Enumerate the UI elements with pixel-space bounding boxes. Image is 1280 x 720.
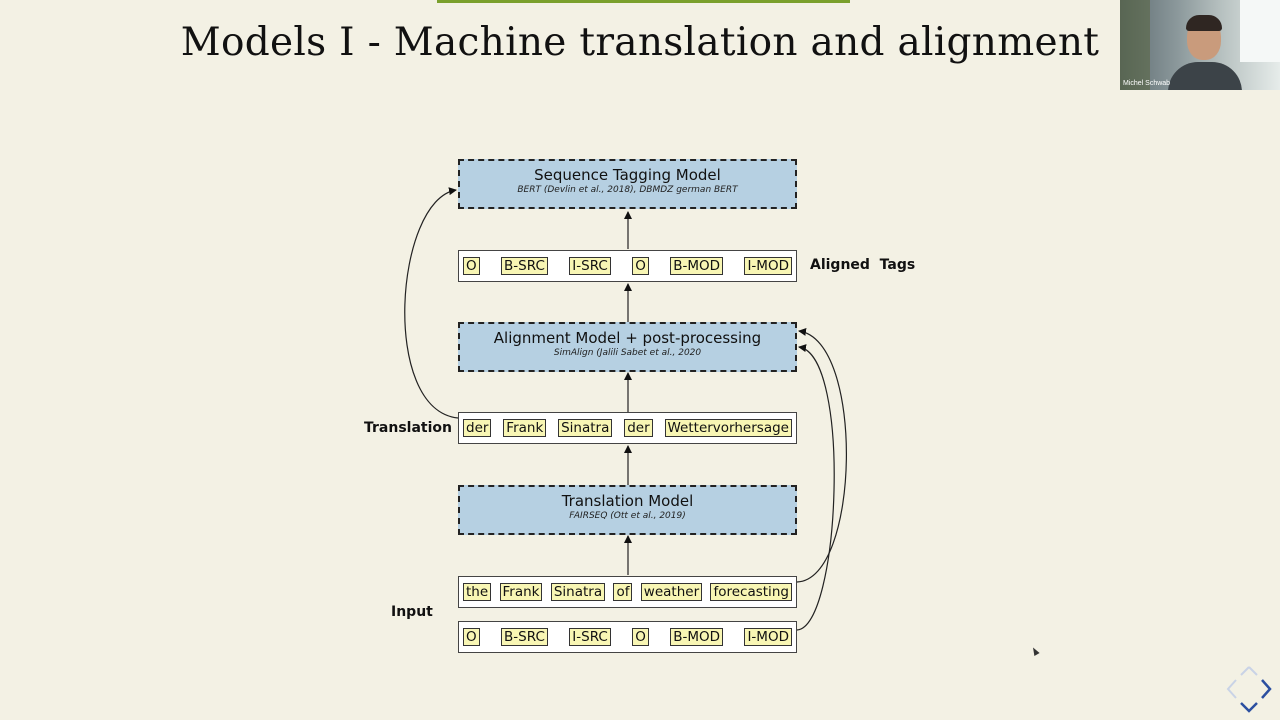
alignment-model-title: Alignment Model + post-processing — [493, 329, 762, 347]
input-tokens-row: the Frank Sinatra of weather forecasting — [458, 576, 797, 608]
translation-token: Wettervorhersage — [664, 419, 792, 437]
input-tags-row: O B-SRC I-SRC O B-MOD I-MOD — [458, 621, 797, 653]
translation-model-title: Translation Model — [561, 492, 694, 510]
input-token: Sinatra — [550, 583, 606, 601]
input-tag: B-MOD — [670, 628, 724, 646]
aligned-tag: B-SRC — [501, 257, 548, 275]
aligned-tag: B-MOD — [670, 257, 724, 275]
input-token: weather — [640, 583, 703, 601]
arrow-translation-to-seqmodel — [404, 187, 459, 419]
webcam-video: Michel Schwab — [1120, 0, 1280, 90]
input-tag: O — [632, 628, 649, 646]
translation-model-box: Translation Model FAIRSEQ (Ott et al., 2… — [458, 485, 797, 535]
webcam-participant-name: Michel Schwab — [1123, 80, 1171, 87]
sequence-tagging-model-box: Sequence Tagging Model BERT (Devlin et a… — [458, 159, 797, 209]
translation-tokens-row: der Frank Sinatra der Wettervorhersage — [458, 412, 797, 444]
navigation-diamond-icon[interactable] — [1224, 664, 1274, 714]
input-tag: I-MOD — [744, 628, 792, 646]
translation-token: der — [624, 419, 653, 437]
sequence-tagging-model-citation: BERT (Devlin et al., 2018), DBMDZ german… — [517, 185, 738, 195]
aligned-tag: O — [463, 257, 480, 275]
input-token: of — [613, 583, 633, 601]
aligned-tag: I-SRC — [569, 257, 611, 275]
translation-label: Translation — [364, 420, 452, 436]
input-tag: B-SRC — [501, 628, 548, 646]
arrow-input-to-align — [796, 328, 847, 583]
aligned-tag: I-MOD — [744, 257, 792, 275]
nav-left-icon — [1226, 679, 1237, 699]
translation-token: Sinatra — [558, 419, 613, 437]
nav-down-icon — [1240, 702, 1258, 713]
slide-title: Models I - Machine translation and align… — [180, 20, 1100, 65]
nav-right-icon — [1261, 679, 1272, 699]
input-tag: I-SRC — [569, 628, 611, 646]
alignment-model-box: Alignment Model + post-processing SimAli… — [458, 322, 797, 372]
translation-token: der — [463, 419, 492, 437]
translation-token: Frank — [503, 419, 547, 437]
aligned-tags-label: Aligned Tags — [810, 257, 916, 273]
sequence-tagging-model-title: Sequence Tagging Model — [534, 166, 721, 184]
aligned-tags-row: O B-SRC I-SRC O B-MOD I-MOD — [458, 250, 797, 282]
input-token: forecasting — [710, 583, 792, 601]
translation-model-citation: FAIRSEQ (Ott et al., 2019) — [569, 511, 686, 521]
aligned-tag: O — [632, 257, 649, 275]
input-token: the — [463, 583, 492, 601]
alignment-model-citation: SimAlign (Jalili Sabet et al., 2020 — [553, 348, 702, 358]
top-accent-bar — [437, 0, 850, 3]
input-token: Frank — [499, 583, 543, 601]
input-tag: O — [463, 628, 480, 646]
arrow-inputtags-to-align — [796, 344, 835, 631]
input-label: Input — [391, 604, 433, 620]
